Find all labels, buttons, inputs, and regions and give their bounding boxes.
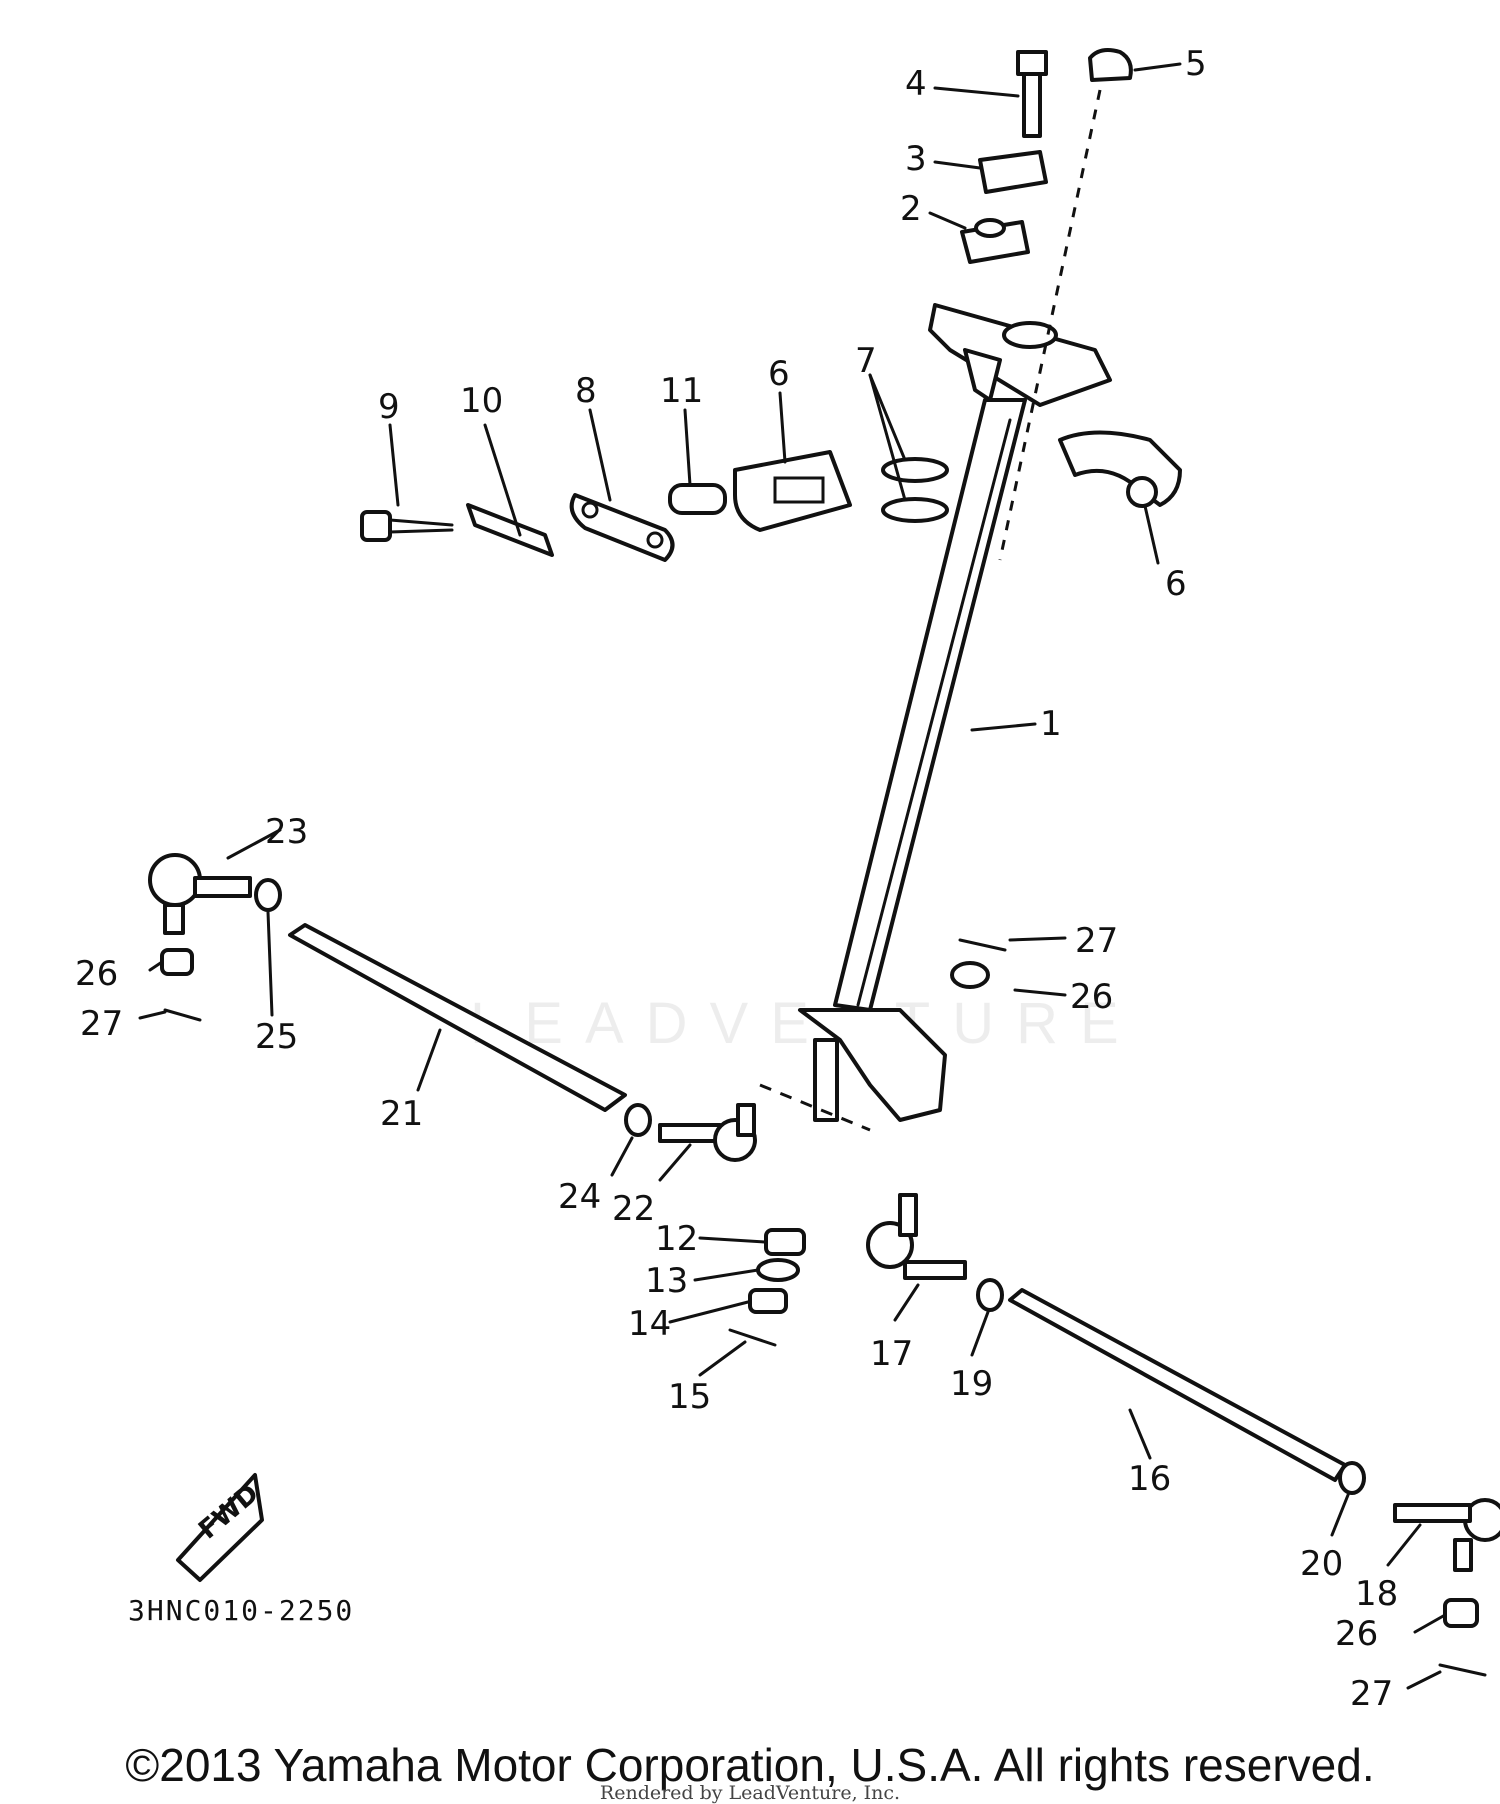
forward-arrow-icon: FWD — [176, 1473, 265, 1582]
cotter-pin-part — [728, 1328, 777, 1347]
pitman-arm-part — [798, 1008, 947, 1122]
callout-25: 25 — [255, 1017, 298, 1057]
leadventure-watermark: LEADVENTURE — [470, 991, 1141, 1056]
steering-column-part — [833, 398, 1027, 1012]
tie-rod-left — [288, 923, 627, 1112]
callout-22: 22 — [612, 1189, 655, 1229]
upper-column-bracket — [928, 303, 1112, 407]
jam-nut-24 — [624, 1103, 652, 1137]
cotter-pin-middle — [958, 938, 1007, 952]
callout-18: 18 — [1355, 1574, 1398, 1614]
cotter-pin-right — [1438, 1663, 1487, 1677]
callout-6-lower: 6 — [1165, 564, 1187, 604]
part-callouts: 1 2 3 4 5 6 6 7 8 9 10 11 12 13 14 15 16… — [75, 44, 1398, 1714]
handlebar-holder-upper — [978, 150, 1048, 194]
spacer-part — [764, 1228, 806, 1256]
copyright-notice: ©2013 Yamaha Motor Corporation, U.S.A. A… — [125, 1739, 1375, 1791]
callout-1: 1 — [1040, 704, 1062, 744]
callout-10: 10 — [460, 381, 503, 421]
rod-end-22 — [658, 1103, 757, 1162]
callout-13: 13 — [645, 1261, 688, 1301]
plate-part — [569, 493, 675, 562]
rendered-by-credit: Rendered by LeadVenture, Inc. — [599, 1782, 901, 1804]
leader-lines — [138, 62, 1447, 1690]
callout-26-middle: 26 — [1070, 977, 1113, 1017]
callout-5: 5 — [1185, 44, 1207, 84]
callout-12: 12 — [655, 1219, 698, 1259]
bolt-part — [1016, 50, 1048, 138]
callout-8: 8 — [575, 371, 597, 411]
column-holder-right — [1058, 430, 1182, 508]
callout-2: 2 — [900, 189, 922, 229]
castle-nut-middle — [950, 961, 990, 989]
callout-21: 21 — [380, 1094, 423, 1134]
callout-11: 11 — [660, 371, 703, 411]
callout-19: 19 — [950, 1364, 993, 1404]
castle-nut-left — [160, 948, 194, 976]
callout-23: 23 — [265, 812, 308, 852]
callout-7: 7 — [855, 341, 877, 381]
bushing-pair — [881, 457, 949, 523]
hex-bolt-part — [360, 510, 454, 542]
callout-27-middle: 27 — [1075, 921, 1118, 961]
diagram-code: 3HNC010-2250 — [128, 1594, 354, 1627]
tie-rod-right — [1008, 1288, 1347, 1482]
jam-nut-25 — [254, 878, 282, 912]
jam-nut-20 — [1338, 1461, 1366, 1495]
callout-17: 17 — [870, 1334, 913, 1374]
callout-26-left: 26 — [75, 954, 118, 994]
callout-16: 16 — [1128, 1459, 1171, 1499]
lock-washer-part — [466, 503, 554, 557]
washer-part — [756, 1258, 800, 1282]
rod-end-18 — [1393, 1498, 1500, 1572]
callout-27-right: 27 — [1350, 1674, 1393, 1714]
castle-nut-right — [1443, 1598, 1479, 1628]
callout-14: 14 — [628, 1304, 671, 1344]
callout-24: 24 — [558, 1177, 601, 1217]
callout-27-left: 27 — [80, 1004, 123, 1044]
callout-6-upper: 6 — [768, 354, 790, 394]
rod-end-17 — [866, 1193, 967, 1280]
collar-part — [668, 483, 727, 515]
cotter-pin-left — [163, 1008, 202, 1022]
column-holder-left — [733, 450, 852, 532]
nut-part — [748, 1288, 788, 1314]
callout-20: 20 — [1300, 1544, 1343, 1584]
rod-end-23 — [148, 853, 252, 935]
handlebar-holder-lower — [960, 218, 1030, 264]
callout-3: 3 — [905, 139, 927, 179]
jam-nut-19 — [976, 1278, 1004, 1312]
callout-26-right: 26 — [1335, 1614, 1378, 1654]
cap-part — [1088, 48, 1133, 82]
callout-4: 4 — [905, 64, 927, 104]
callout-15: 15 — [668, 1377, 711, 1417]
callout-9: 9 — [378, 387, 400, 427]
